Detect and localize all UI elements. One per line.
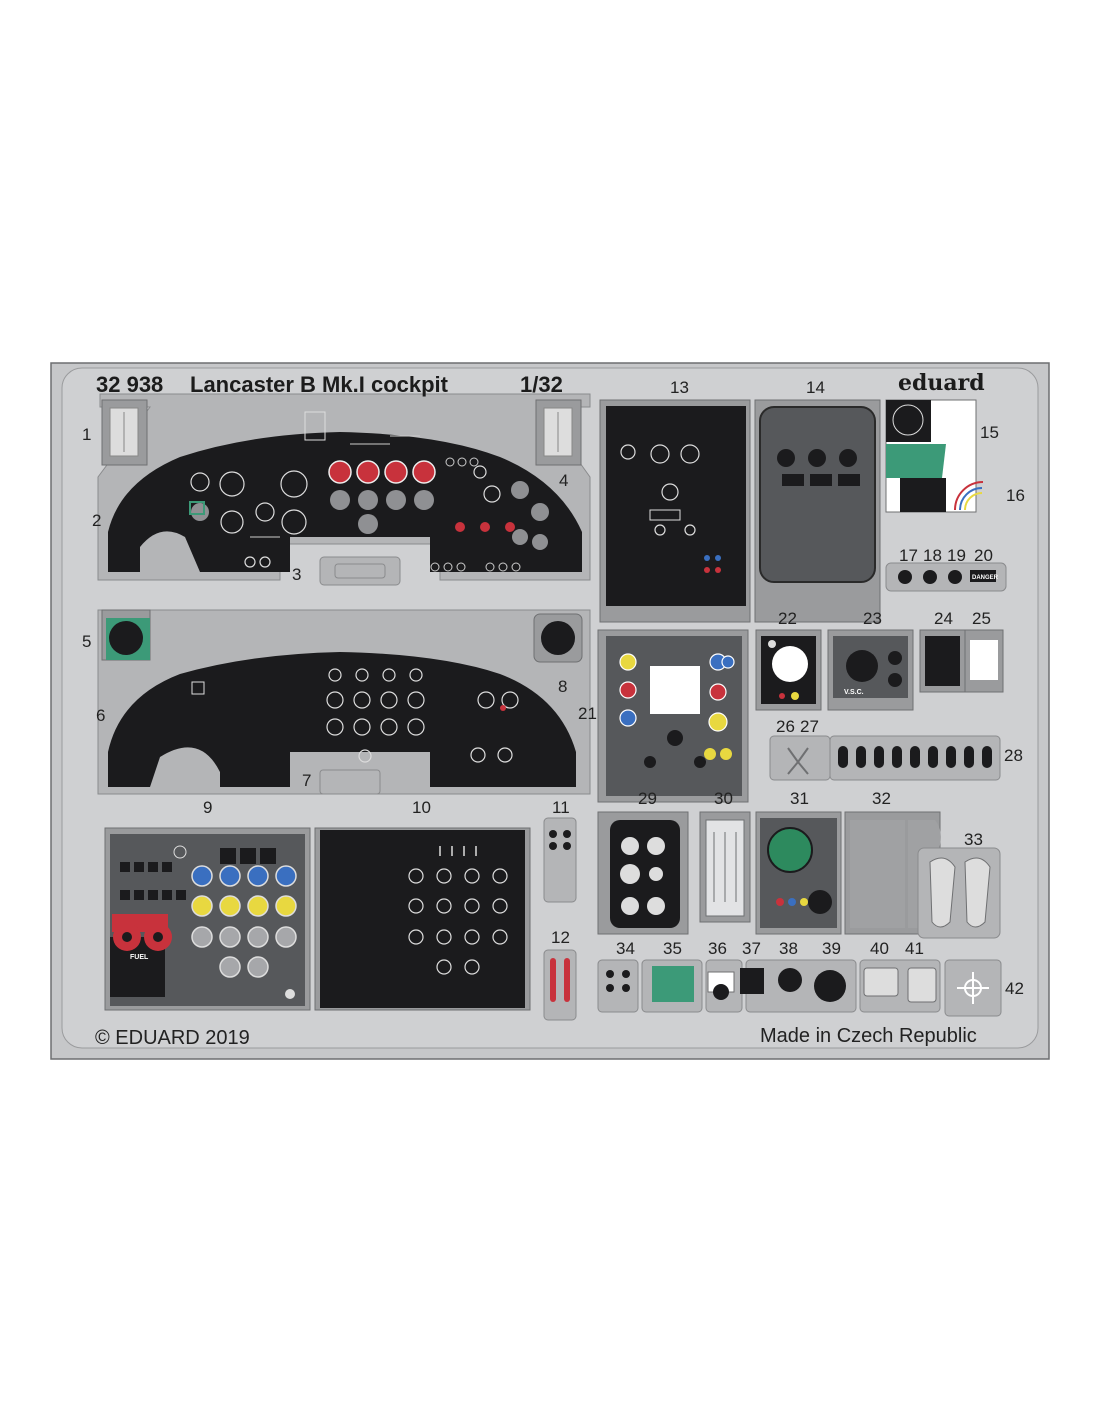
part-number-38: 38: [779, 939, 798, 958]
part-32-mesh: [844, 811, 941, 935]
part-number-37: 37: [742, 939, 761, 958]
part-29-panel: [597, 811, 689, 935]
part-7-tab: [319, 769, 381, 795]
fret-drawing: FUEL: [50, 362, 1050, 1060]
photo-etch-fret: FUEL: [50, 362, 1050, 1060]
part-33: [917, 847, 1001, 939]
part-number-22: 22: [778, 609, 797, 628]
part-number-23: 23: [863, 609, 882, 628]
part-number-11: 11: [552, 798, 570, 817]
part-number-21: 21: [578, 704, 597, 723]
part-2-main-panel: [97, 393, 591, 581]
part-23-panel: V.S.C.: [827, 629, 914, 711]
part-number-32: 32: [872, 789, 891, 808]
part-number-29: 29: [638, 789, 657, 808]
part-12: [543, 949, 577, 1021]
catalog-number: 32 938: [96, 372, 164, 397]
part-number-13: 13: [670, 378, 689, 397]
part-6-panel: [97, 609, 591, 795]
part-24: [919, 629, 966, 693]
part-36: [705, 959, 743, 1013]
danger-label: DANGER: [972, 575, 999, 581]
part-number-5: 5: [82, 632, 92, 651]
part-number-16: 16: [1006, 486, 1025, 505]
part-number-36: 36: [708, 939, 727, 958]
part-5-placard: [101, 609, 151, 661]
part-number-9: 9: [203, 798, 213, 817]
part-28-strip: [829, 735, 1001, 781]
part-3-tab-slot: [334, 563, 386, 579]
part-15: [885, 399, 977, 513]
part-number-15: 15: [980, 423, 999, 442]
part-number-39: 39: [822, 939, 841, 958]
fuel-label: FUEL: [130, 954, 149, 961]
part-8-placard: [533, 613, 583, 663]
part-9-panel: FUEL: [104, 827, 311, 1011]
part-number-7: 7: [302, 771, 312, 790]
part-number-17: 17: [899, 546, 918, 565]
part-10-panel: [314, 827, 531, 1011]
part-number-12: 12: [551, 928, 570, 947]
part-13-panel: [599, 399, 751, 623]
part-4-bracket: [535, 399, 582, 466]
part-35: [641, 959, 703, 1013]
part-25: [964, 629, 1004, 693]
part-number-26: 26: [776, 717, 795, 736]
part-14-panel: [754, 399, 881, 623]
part-number-31: 31: [790, 789, 809, 808]
part-number-20: 20: [974, 546, 993, 565]
part-number-42: 42: [1005, 979, 1024, 998]
copyright: © EDUARD 2019: [95, 1027, 250, 1049]
part-number-8: 8: [558, 677, 568, 696]
part-11: [543, 817, 577, 903]
part-34: [597, 959, 639, 1013]
part-21-panel: [597, 629, 749, 803]
origin: Made in Czech Republic: [760, 1025, 977, 1047]
brand-logo: eduard: [898, 370, 985, 396]
part-number-10: 10: [412, 798, 431, 817]
parts-37-39: [740, 959, 857, 1013]
sheet-title: Lancaster B Mk.I cockpit: [190, 372, 448, 397]
part-number-14: 14: [806, 378, 825, 397]
scale: 1/32: [520, 372, 563, 397]
parts-17-20-strip: DANGER: [885, 562, 1007, 592]
part-number-1: 1: [82, 425, 92, 444]
part-number-33: 33: [964, 830, 983, 849]
part-16-arc: [954, 481, 984, 511]
parts-26-27: [769, 735, 831, 781]
part-number-19: 19: [947, 546, 966, 565]
part-31-panel: [755, 811, 842, 935]
part-number-28: 28: [1004, 746, 1023, 765]
part-number-40: 40: [870, 939, 889, 958]
part-number-4: 4: [559, 471, 569, 490]
parts-40-41: [859, 959, 941, 1013]
part-number-41: 41: [905, 939, 924, 958]
part-number-2: 2: [92, 511, 102, 530]
part-3-tab: [319, 556, 401, 586]
part-42: [944, 959, 1002, 1017]
part-30-panel: [699, 811, 751, 923]
part-1-bracket: [101, 399, 148, 466]
part-number-30: 30: [714, 789, 733, 808]
vsc-label: V.S.C.: [844, 689, 864, 696]
part-number-34: 34: [616, 939, 635, 958]
part-number-27: 27: [800, 717, 819, 736]
part-number-24: 24: [934, 609, 953, 628]
part-number-3: 3: [292, 565, 302, 584]
part-22-panel: [755, 629, 822, 711]
part-number-35: 35: [663, 939, 682, 958]
part-number-18: 18: [923, 546, 942, 565]
part-number-6: 6: [96, 706, 106, 725]
part-number-25: 25: [972, 609, 991, 628]
